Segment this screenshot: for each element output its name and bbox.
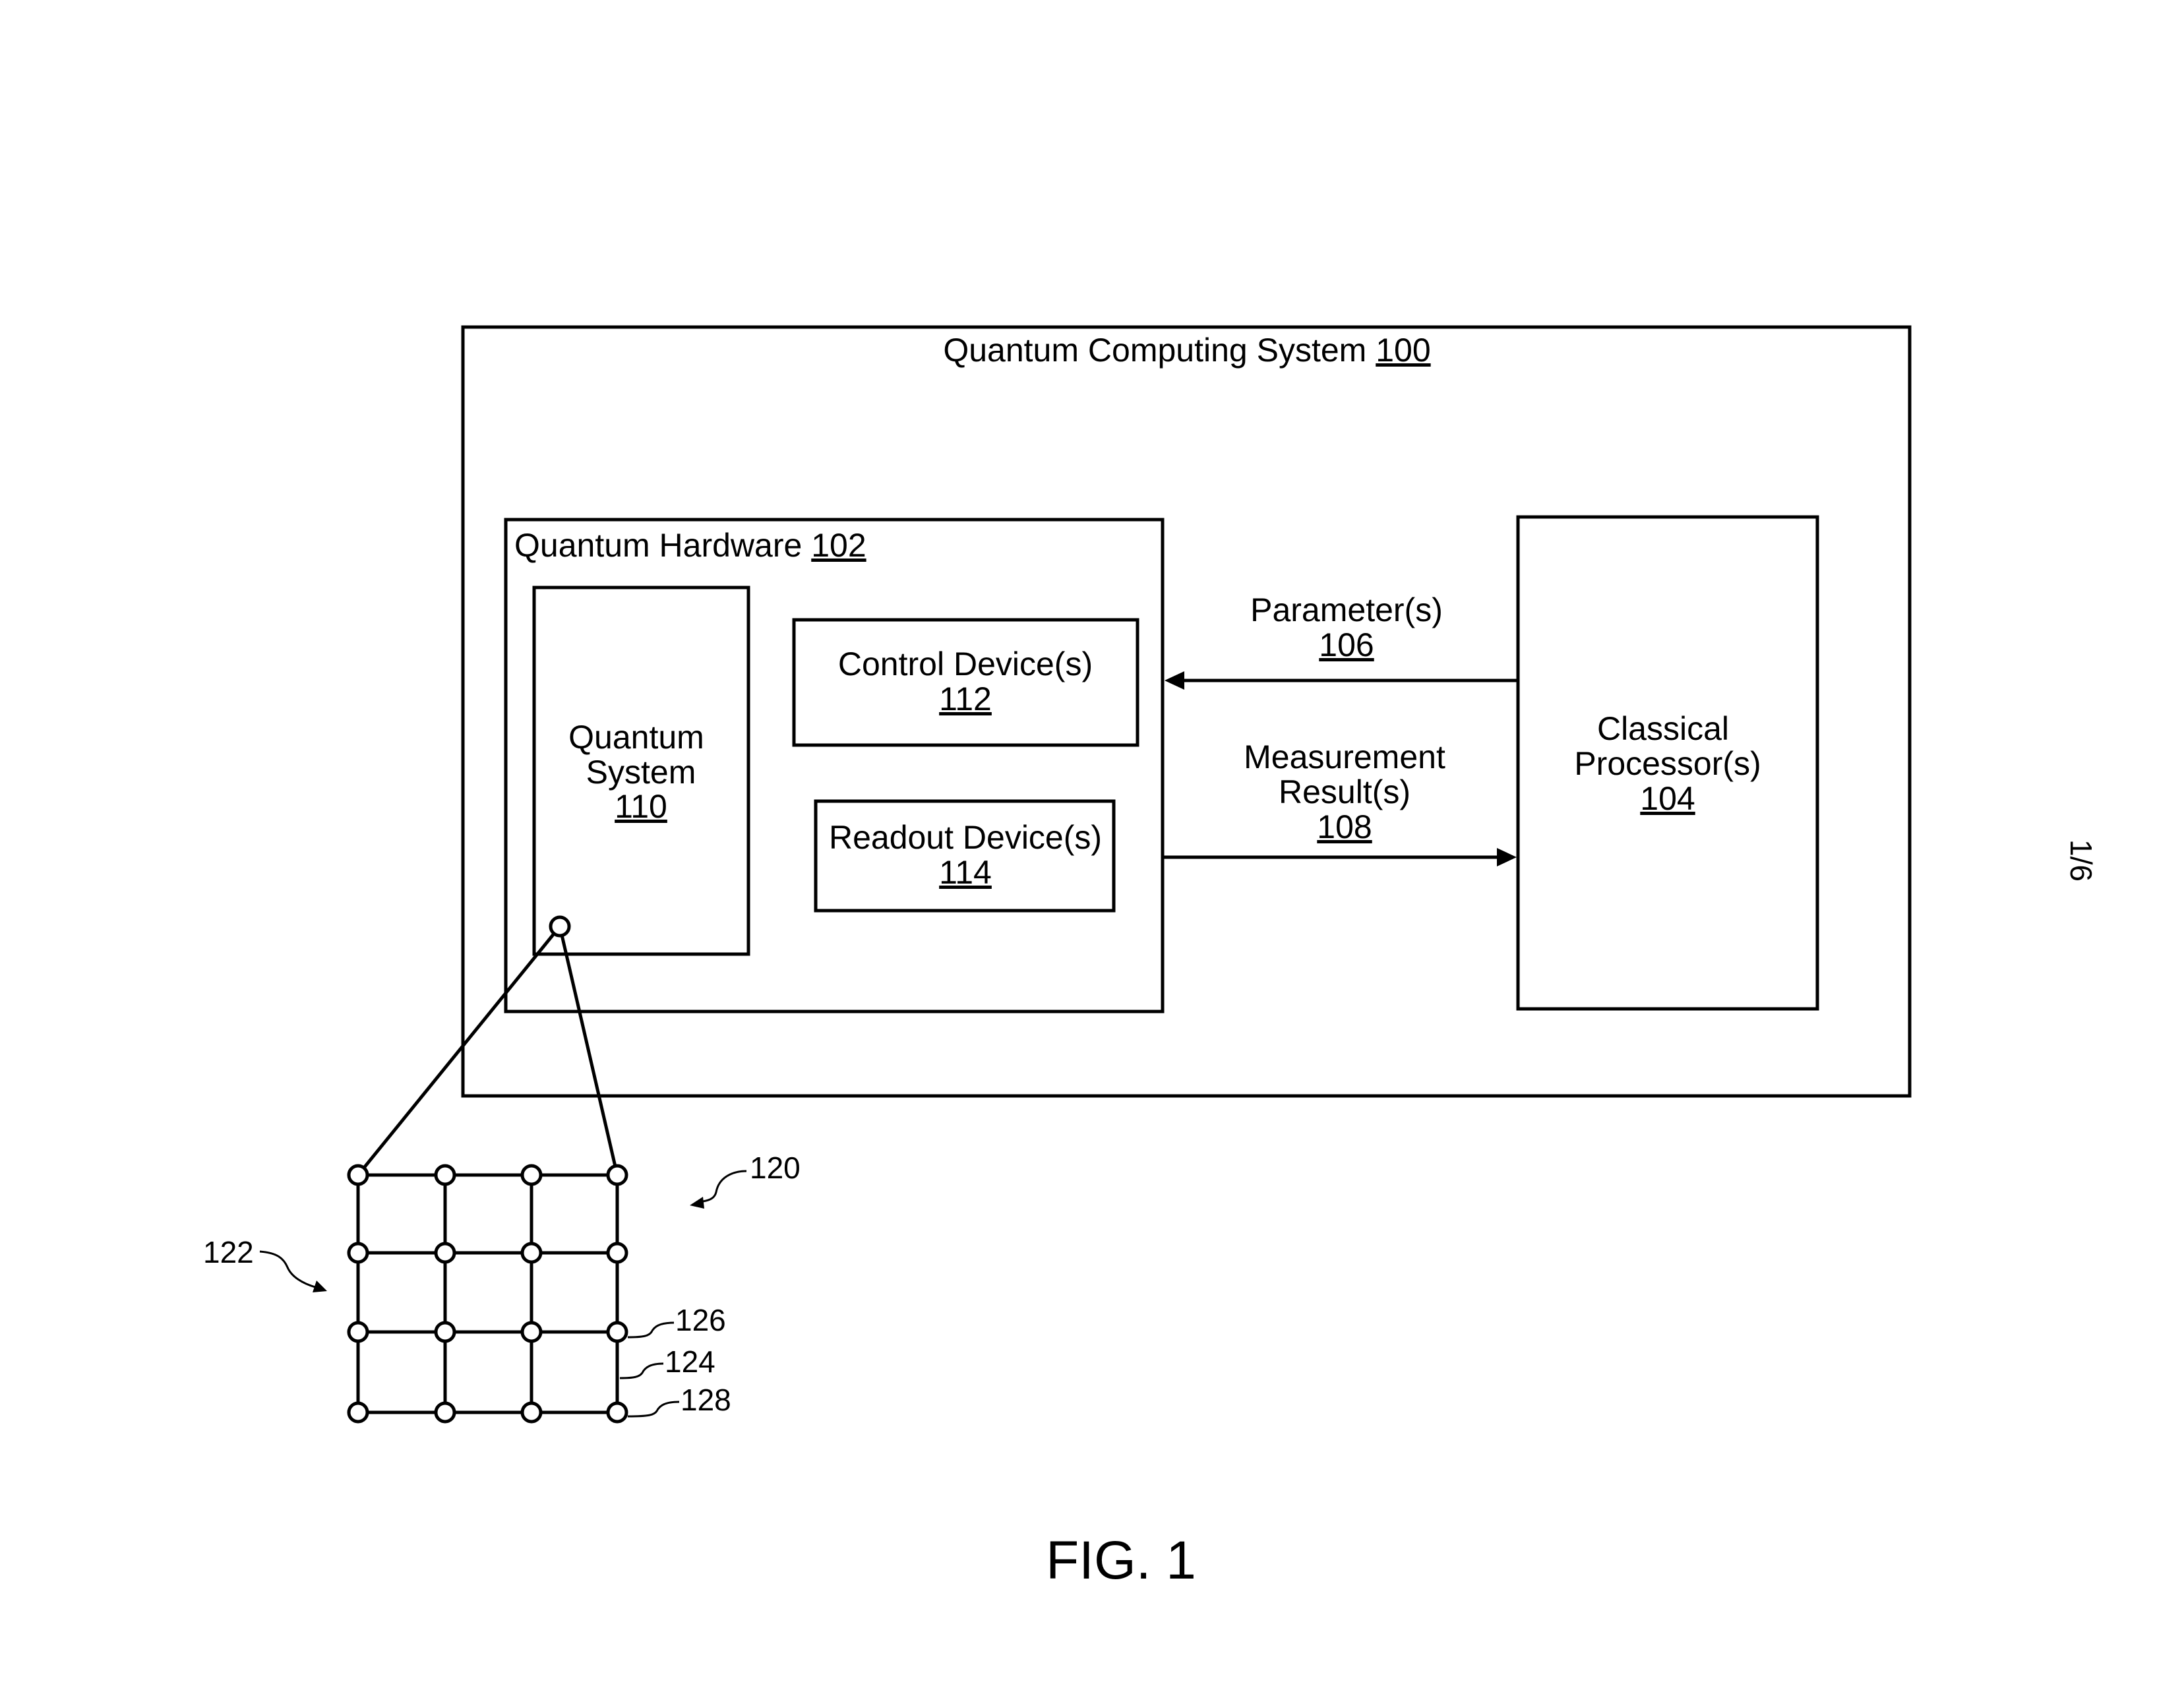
parameters-label: Parameter(s) — [1250, 591, 1443, 628]
ref-122-arrowhead — [313, 1281, 327, 1292]
measurement-arrowhead — [1497, 848, 1517, 866]
sheet-number: 1/6 — [2064, 839, 2098, 882]
lattice-qubit-node-r4-c2 — [436, 1403, 454, 1422]
ref-126-leader — [628, 1323, 674, 1337]
lattice-qubit-node-r3-c4 — [608, 1323, 626, 1341]
ref-120: 120 — [750, 1151, 801, 1185]
control-device-label: Control Device(s) — [838, 646, 1093, 682]
ref-128-leader — [628, 1402, 679, 1416]
ref-124: 124 — [665, 1344, 715, 1379]
ref-120-arrowhead — [690, 1197, 704, 1209]
qubit-lattice — [349, 1166, 626, 1422]
parameters-ref: 106 — [1319, 626, 1374, 663]
quantum-system-ref: 110 — [615, 788, 667, 825]
ref-124-leader — [620, 1364, 663, 1378]
lattice-qubit-node-r1-c3 — [522, 1166, 541, 1184]
figure-caption: FIG. 1 — [1046, 1530, 1196, 1590]
lattice-qubit-node-r4-c4 — [608, 1403, 626, 1422]
ref-122: 122 — [203, 1235, 254, 1269]
measurement-label-1: Measurement — [1244, 739, 1445, 775]
readout-device-ref: 114 — [939, 854, 992, 891]
lattice-qubit-node-r1-c2 — [436, 1166, 454, 1184]
zoom-line-right — [560, 926, 617, 1175]
lattice-qubit-node-r1-c1 — [349, 1166, 367, 1184]
lattice-qubit-node-r2-c3 — [522, 1244, 541, 1262]
classical-processor-label-2: Processor(s) — [1574, 745, 1761, 782]
lattice-qubit-node-r2-c2 — [436, 1244, 454, 1262]
measurement-ref: 108 — [1317, 808, 1372, 845]
ref-122-leader — [260, 1252, 315, 1287]
quantum-system-label-2: System — [586, 754, 696, 791]
zoom-line-left — [358, 926, 560, 1175]
lattice-qubit-node-r2-c1 — [349, 1244, 367, 1262]
lattice-qubit-node-r4-c1 — [349, 1403, 367, 1422]
lattice-qubit-node-r2-c4 — [608, 1244, 626, 1262]
ref-126: 126 — [675, 1303, 726, 1337]
classical-processor-ref: 104 — [1640, 780, 1695, 817]
ref-128: 128 — [681, 1383, 731, 1417]
lattice-qubit-node-r3-c2 — [436, 1323, 454, 1341]
lattice-qubit-node-r1-c4 — [608, 1166, 626, 1184]
classical-processor-label-1: Classical — [1597, 710, 1729, 747]
readout-device-label: Readout Device(s) — [829, 819, 1102, 856]
lattice-qubit-node-r3-c3 — [522, 1323, 541, 1341]
parameters-arrowhead — [1165, 671, 1184, 690]
control-device-ref: 112 — [939, 680, 992, 717]
hardware-title: Quantum Hardware 102 — [514, 527, 866, 564]
lattice-qubit-node-r3-c1 — [349, 1323, 367, 1341]
measurement-label-2: Result(s) — [1279, 773, 1410, 810]
ref-120-leader — [703, 1171, 746, 1201]
quantum-system-label-1: Quantum — [568, 719, 704, 756]
system-title: Quantum Computing System 100 — [943, 332, 1430, 369]
qubit-source-node — [551, 917, 569, 936]
lattice-qubit-node-r4-c3 — [522, 1403, 541, 1422]
